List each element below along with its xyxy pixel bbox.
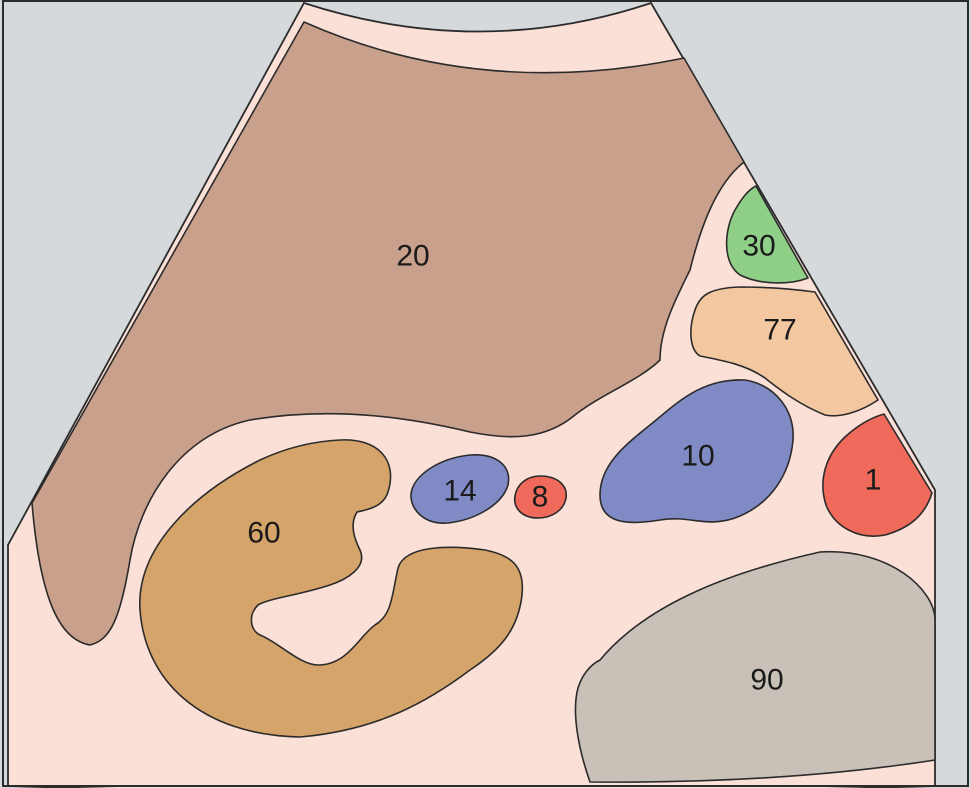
region-10 xyxy=(599,379,794,524)
label-1: 1 xyxy=(865,464,882,497)
label-30: 30 xyxy=(742,230,775,263)
label-10: 10 xyxy=(681,440,714,473)
region-20 xyxy=(31,21,745,646)
label-8: 8 xyxy=(532,481,549,514)
region-8 xyxy=(513,475,567,519)
label-20: 20 xyxy=(396,240,429,273)
region-30 xyxy=(725,185,809,284)
region-1 xyxy=(822,413,933,537)
label-60: 60 xyxy=(247,517,280,550)
region-60 xyxy=(139,439,524,738)
label-77: 77 xyxy=(763,314,796,347)
label-90: 90 xyxy=(750,664,783,697)
region-77 xyxy=(690,286,879,417)
region-90 xyxy=(574,551,936,783)
label-14: 14 xyxy=(443,475,476,508)
region-14 xyxy=(410,454,510,524)
